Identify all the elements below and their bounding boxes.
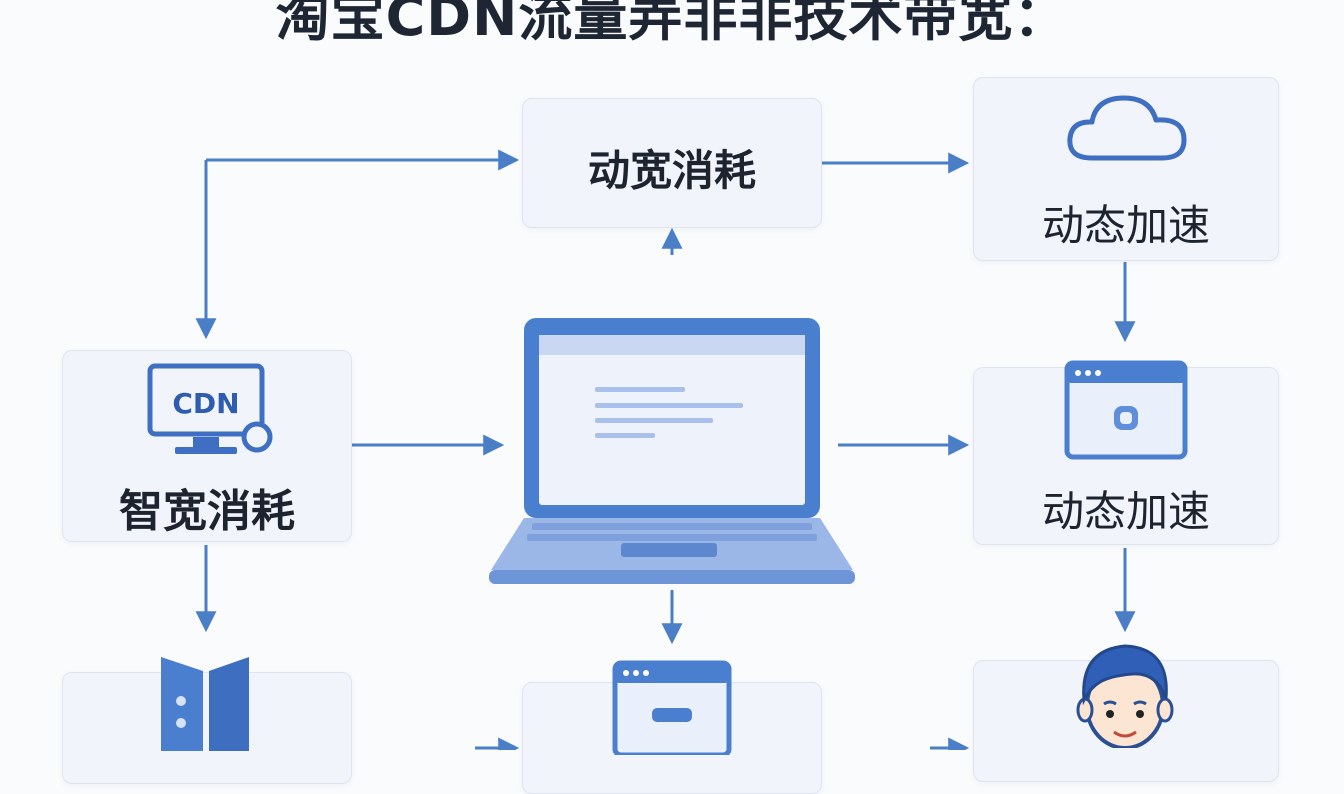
node-mid-left-label: 智宽消耗 bbox=[119, 486, 295, 537]
server-rack-icon bbox=[161, 657, 249, 751]
diagram-title: 淘宝CDN流量弄非非技术带宽： bbox=[275, 0, 1069, 48]
cloud-icon bbox=[1067, 95, 1187, 161]
node-mid-right: 动态加速 bbox=[973, 360, 1279, 545]
node-mid-left: CDN 智宽消耗 bbox=[62, 350, 352, 542]
edges-layer bbox=[195, 149, 1136, 750]
node-top-right: 动态加速 bbox=[973, 77, 1279, 261]
user-avatar-icon bbox=[1076, 644, 1174, 748]
cdn-monitor-icon-text: CDN bbox=[172, 387, 239, 420]
browser-window-icon bbox=[1064, 360, 1188, 460]
node-top-right-label: 动态加速 bbox=[1041, 201, 1210, 250]
browser-window-icon bbox=[612, 660, 732, 755]
node-top-center-label: 动宽消耗 bbox=[587, 146, 756, 195]
node-top-center: 动宽消耗 bbox=[522, 98, 822, 228]
cdn-monitor-icon: CDN bbox=[147, 363, 273, 454]
laptop-icon bbox=[489, 318, 855, 584]
node-mid-right-label: 动态加速 bbox=[1041, 487, 1210, 536]
